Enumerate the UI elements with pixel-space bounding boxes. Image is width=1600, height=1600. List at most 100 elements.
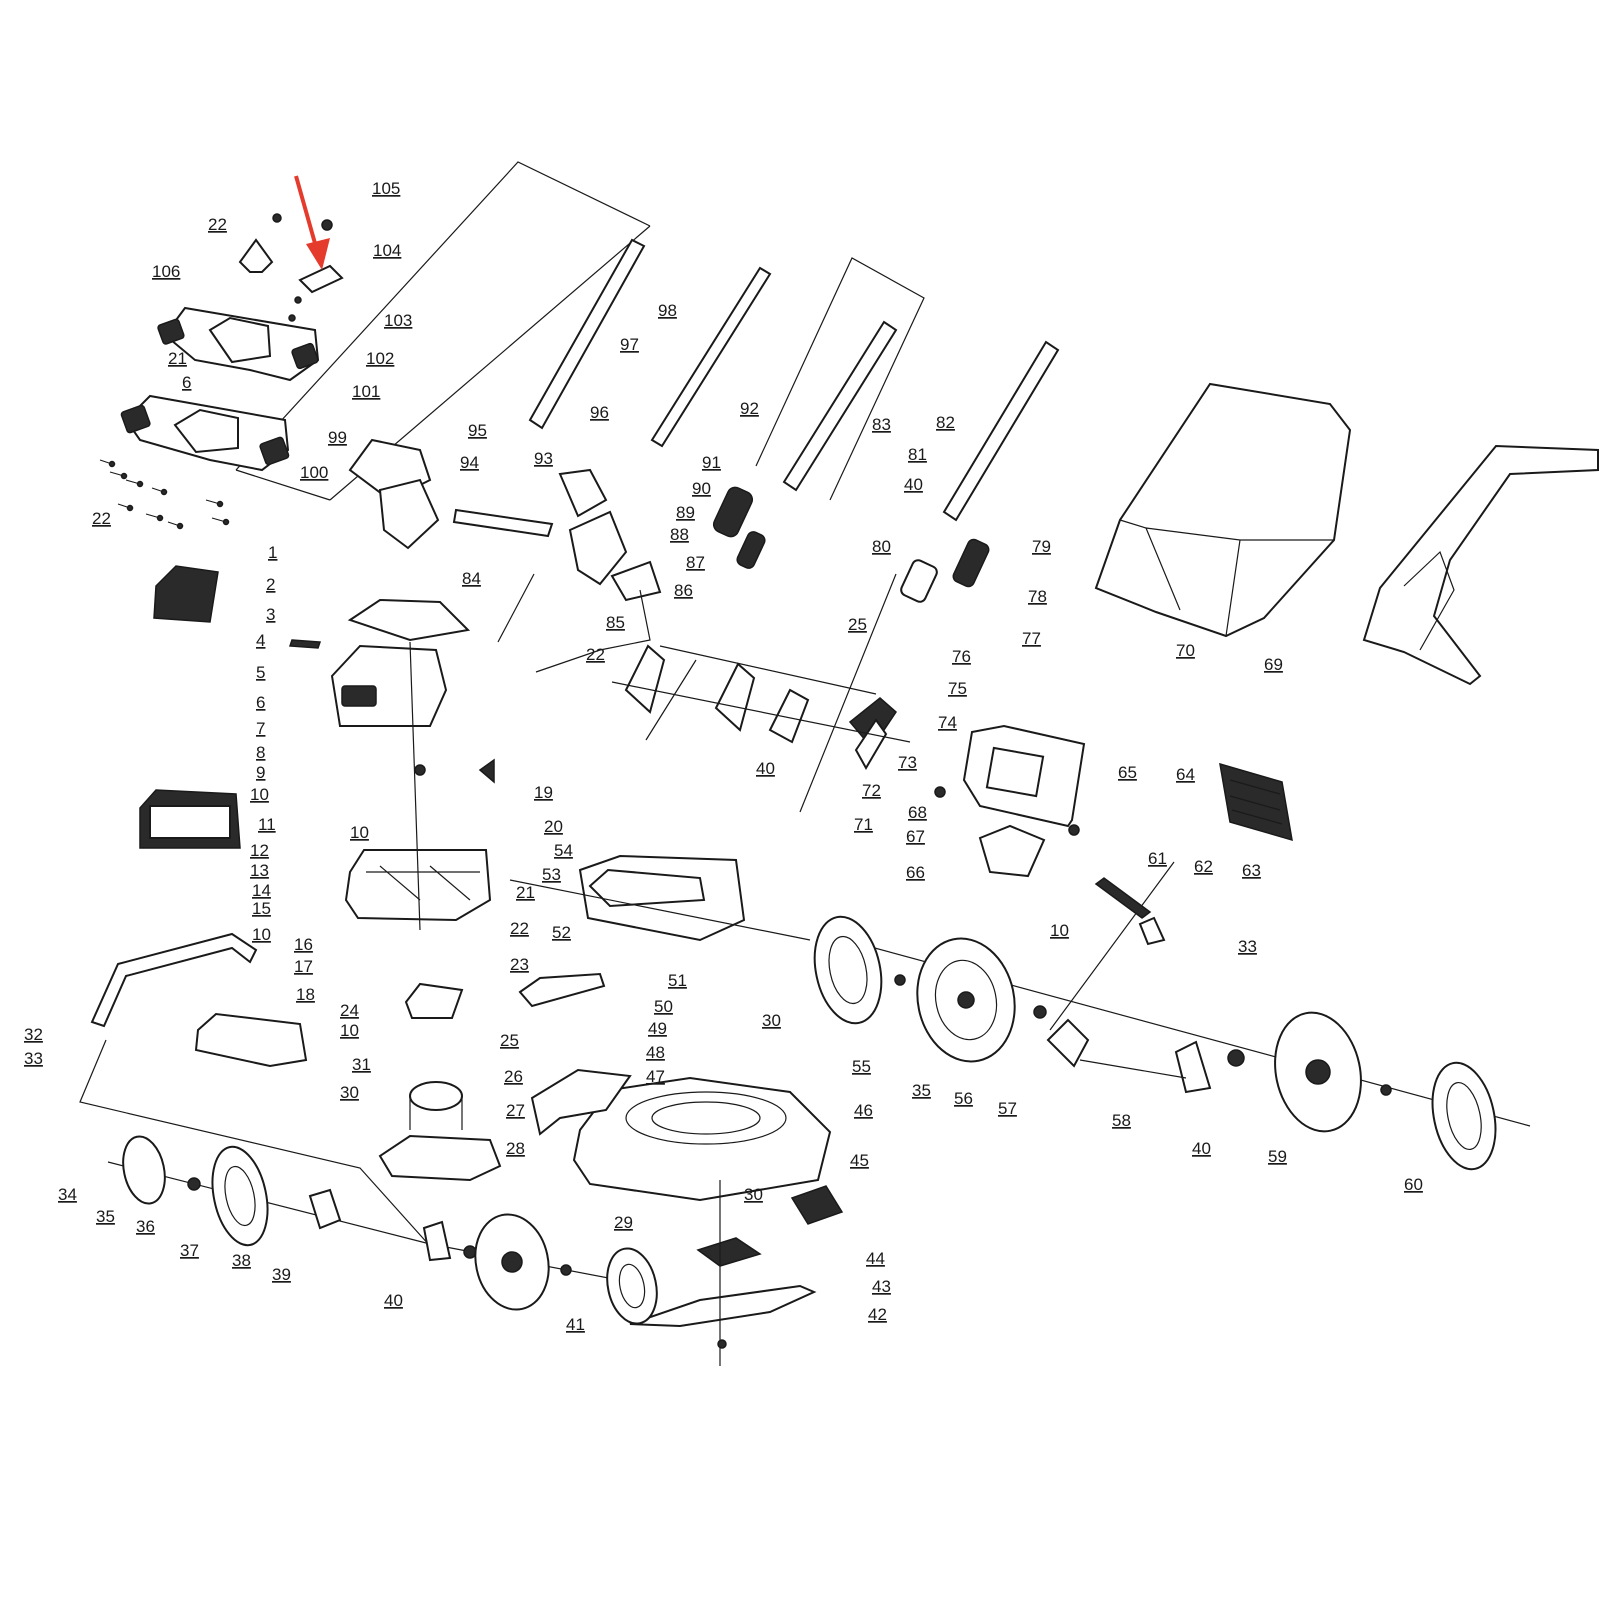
part-label-58: 58 [1112, 1111, 1131, 1130]
part-label-35: 35 [912, 1081, 931, 1100]
part-label-96: 96 [590, 403, 609, 422]
part-label-28: 28 [506, 1139, 525, 1158]
part-label-89: 89 [676, 503, 695, 522]
part-label-84: 84 [462, 569, 481, 588]
upper-tubes [348, 238, 1060, 673]
part-label-40: 40 [1192, 1139, 1211, 1158]
part-label-97: 97 [620, 335, 639, 354]
height-adjust [611, 573, 911, 813]
part-label-6: 6 [182, 373, 191, 392]
part-label-90: 90 [692, 479, 711, 498]
part-label-106: 106 [152, 262, 180, 281]
screw-cluster [99, 459, 230, 530]
part-label-39: 39 [272, 1265, 291, 1284]
part-label-6: 6 [256, 693, 265, 712]
part-label-85: 85 [606, 613, 625, 632]
part-label-92: 92 [740, 399, 759, 418]
part-label-63: 63 [1242, 861, 1261, 880]
part-label-26: 26 [504, 1067, 523, 1086]
part-label-29: 29 [614, 1213, 633, 1232]
part-label-73: 73 [898, 753, 917, 772]
part-label-2: 2 [266, 575, 275, 594]
part-label-70: 70 [1176, 641, 1195, 660]
part-label-10: 10 [250, 785, 269, 804]
part-label-75: 75 [948, 679, 967, 698]
part-label-21: 21 [516, 883, 535, 902]
part-label-105: 105 [372, 179, 400, 198]
part-label-54: 54 [554, 841, 573, 860]
part-label-45: 45 [850, 1151, 869, 1170]
grass-bag [1094, 382, 1599, 686]
part-label-93: 93 [534, 449, 553, 468]
part-label-35: 35 [96, 1207, 115, 1226]
part-label-71: 71 [854, 815, 873, 834]
part-label-50: 50 [654, 997, 673, 1016]
part-label-19: 19 [534, 783, 553, 802]
red-arrow-annotation [294, 175, 330, 270]
part-label-65: 65 [1118, 763, 1137, 782]
part-label-30: 30 [762, 1011, 781, 1030]
part-label-3: 3 [266, 605, 275, 624]
part-label-49: 49 [648, 1019, 667, 1038]
part-label-99: 99 [328, 428, 347, 447]
part-label-66: 66 [906, 863, 925, 882]
rear-axle-wheels [813, 861, 1531, 1171]
part-label-94: 94 [460, 453, 479, 472]
part-label-77: 77 [1022, 629, 1041, 648]
part-label-53: 53 [542, 865, 561, 884]
part-label-98: 98 [658, 301, 677, 320]
part-label-30: 30 [744, 1185, 763, 1204]
part-label-44: 44 [866, 1249, 885, 1268]
part-label-79: 79 [1032, 537, 1051, 556]
part-label-7: 7 [256, 719, 265, 738]
part-label-22: 22 [510, 919, 529, 938]
part-label-23: 23 [510, 955, 529, 974]
part-label-80: 80 [872, 537, 891, 556]
part-label-38: 38 [232, 1251, 251, 1270]
part-label-40: 40 [384, 1291, 403, 1310]
part-label-47: 47 [646, 1067, 665, 1086]
part-label-16: 16 [294, 935, 313, 954]
part-label-9: 9 [256, 763, 265, 782]
part-label-52: 52 [552, 923, 571, 942]
part-label-57: 57 [998, 1099, 1017, 1118]
part-label-61: 61 [1148, 849, 1167, 868]
part-label-25: 25 [848, 615, 867, 634]
part-label-10: 10 [252, 925, 271, 944]
part-label-68: 68 [908, 803, 927, 822]
part-label-36: 36 [136, 1217, 155, 1236]
part-label-31: 31 [352, 1055, 371, 1074]
part-label-95: 95 [468, 421, 487, 440]
part-label-33: 33 [24, 1049, 43, 1068]
part-label-10: 10 [350, 823, 369, 842]
part-label-100: 100 [300, 463, 328, 482]
part-label-13: 13 [250, 861, 269, 880]
part-label-59: 59 [1268, 1147, 1287, 1166]
part-label-87: 87 [686, 553, 705, 572]
part-label-104: 104 [373, 241, 401, 260]
part-label-67: 67 [906, 827, 925, 846]
part-label-22: 22 [208, 215, 227, 234]
part-label-18: 18 [296, 985, 315, 1004]
part-label-34: 34 [58, 1185, 77, 1204]
part-label-15: 15 [252, 899, 271, 918]
part-label-46: 46 [854, 1101, 873, 1120]
part-label-103: 103 [384, 311, 412, 330]
part-label-22: 22 [92, 509, 111, 528]
part-label-17: 17 [294, 957, 313, 976]
part-label-60: 60 [1404, 1175, 1423, 1194]
front-axle-wheels [79, 932, 658, 1325]
part-label-40: 40 [756, 759, 775, 778]
part-label-14: 14 [252, 881, 271, 900]
part-label-101: 101 [352, 382, 380, 401]
part-label-64: 64 [1176, 765, 1195, 784]
part-label-8: 8 [256, 743, 265, 762]
part-label-74: 74 [938, 713, 957, 732]
part-label-62: 62 [1194, 857, 1213, 876]
part-label-24: 24 [340, 1001, 359, 1020]
handle-assembly [99, 161, 651, 530]
part-label-72: 72 [862, 781, 881, 800]
part-label-20: 20 [544, 817, 563, 836]
